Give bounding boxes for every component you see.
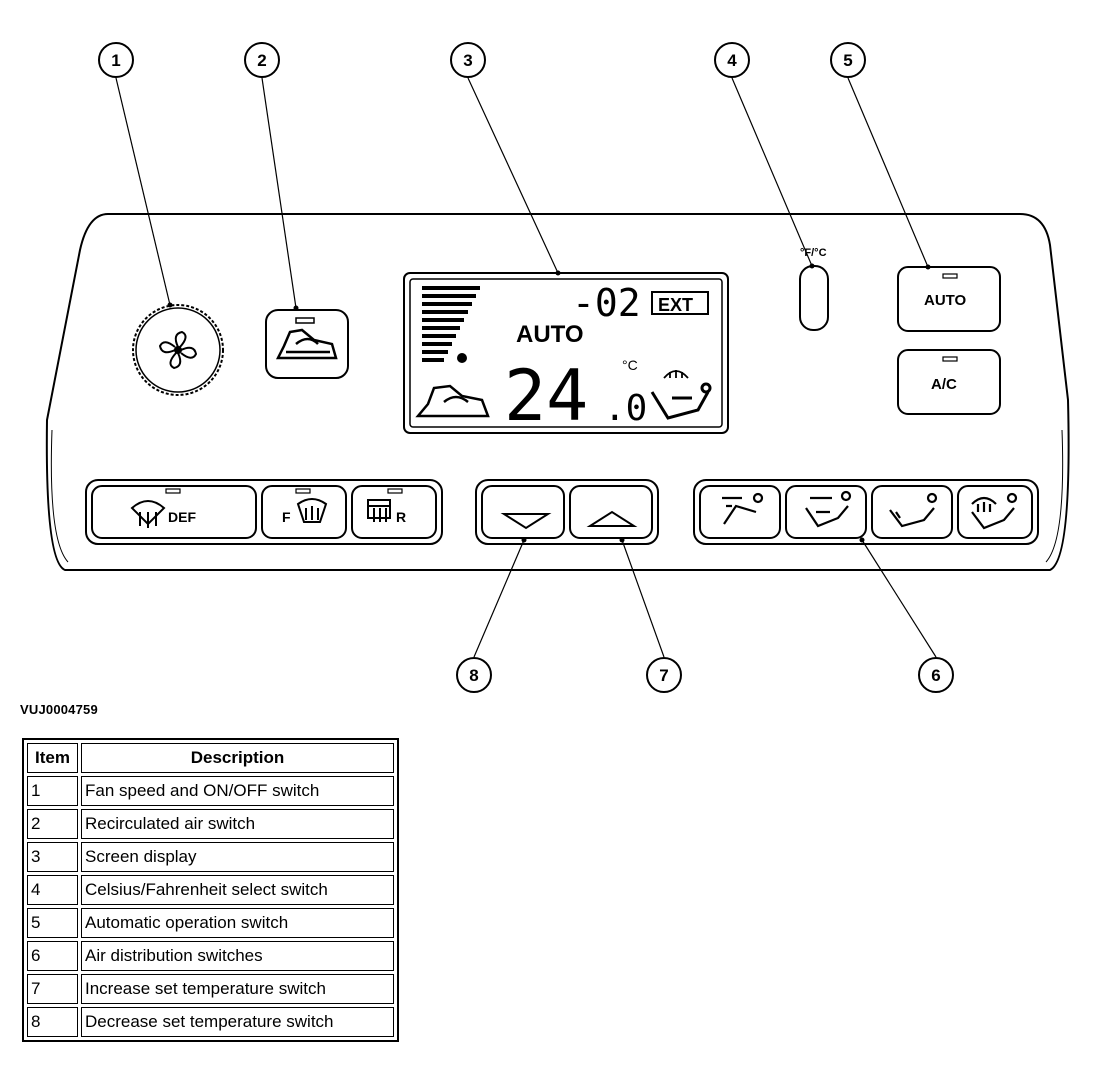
callout-1-number: 1 xyxy=(111,51,120,70)
legend-item-description: Screen display xyxy=(81,842,394,872)
legend-item-description: Decrease set temperature switch xyxy=(81,1007,394,1037)
legend-item-number: 8 xyxy=(27,1007,78,1037)
table-row: 5 Automatic operation switch xyxy=(27,908,394,938)
front-screen-heater-icon xyxy=(296,498,328,523)
callout-1: 1 xyxy=(98,42,134,78)
legend-item-number: 6 xyxy=(27,941,78,971)
recirculated-air-switch[interactable] xyxy=(265,309,349,379)
auto-button[interactable]: AUTO xyxy=(897,266,1001,332)
face-vent-icon xyxy=(722,492,764,525)
auto-button-label: AUTO xyxy=(924,292,967,309)
fan-speed-knob[interactable] xyxy=(132,304,224,396)
table-row: 3 Screen display xyxy=(27,842,394,872)
outside-temp-readout: -02 xyxy=(572,281,641,325)
ac-button[interactable]: A/C xyxy=(897,349,1001,415)
air-distribution-defrost-feet-button[interactable] xyxy=(957,485,1033,539)
ext-label: EXT xyxy=(658,295,693,315)
callout-leader-lines xyxy=(115,77,937,658)
legend-item-number: 3 xyxy=(27,842,78,872)
up-triangle-icon xyxy=(586,510,638,527)
table-row: 7 Increase set temperature switch xyxy=(27,974,394,1004)
air-distribution-feet-button[interactable] xyxy=(871,485,953,539)
defrost-and-feet-vent-icon xyxy=(971,492,1018,530)
fan-icon xyxy=(158,330,198,370)
table-row: 1 Fan speed and ON/OFF switch xyxy=(27,776,394,806)
callout-7: 7 xyxy=(646,657,682,693)
face-and-feet-vent-icon xyxy=(805,490,852,528)
display-car-icon xyxy=(415,384,490,418)
table-row: 6 Air distribution switches xyxy=(27,941,394,971)
callout-3-number: 3 xyxy=(463,51,472,70)
def-button[interactable]: DEF xyxy=(91,485,257,539)
callout-2: 2 xyxy=(244,42,280,78)
feet-vent-icon xyxy=(889,492,938,528)
legend-header-description: Description xyxy=(81,743,394,773)
rear-screen-heater-button[interactable]: R xyxy=(351,485,437,539)
recirculation-car-icon xyxy=(275,328,338,360)
celsius-fahrenheit-switch[interactable]: °F/°C xyxy=(799,247,829,331)
legend-item-description: Increase set temperature switch xyxy=(81,974,394,1004)
legend-item-description: Air distribution switches xyxy=(81,941,394,971)
table-row: 2 Recirculated air switch xyxy=(27,809,394,839)
legend-item-number: 4 xyxy=(27,875,78,905)
temperature-button-group xyxy=(475,479,659,545)
figure-id: VUJ0004759 xyxy=(20,702,98,717)
legend-item-number: 7 xyxy=(27,974,78,1004)
callout-2-number: 2 xyxy=(257,51,266,70)
down-triangle-icon xyxy=(500,513,552,530)
legend-header-row: Item Description xyxy=(27,743,394,773)
callout-8: 8 xyxy=(456,657,492,693)
ac-button-label: A/C xyxy=(931,376,957,393)
legend-item-description: Fan speed and ON/OFF switch xyxy=(81,776,394,806)
table-row: 8 Decrease set temperature switch xyxy=(27,1007,394,1037)
screen-display: -02 EXT AUTO 24 .0 °C xyxy=(403,272,729,437)
air-distribution-button-group xyxy=(693,479,1039,545)
def-button-label: DEF xyxy=(168,509,196,525)
left-button-group xyxy=(85,479,443,545)
rear-screen-heater-icon xyxy=(367,499,391,522)
callout-6-number: 6 xyxy=(931,666,940,685)
display-airflow-seat-icon xyxy=(650,382,712,420)
climate-control-diagram: -02 EXT AUTO 24 .0 °C °F/°C AUTO A/C xyxy=(45,42,1070,693)
callout-7-number: 7 xyxy=(659,666,668,685)
legend-item-number: 2 xyxy=(27,809,78,839)
increase-temperature-button[interactable] xyxy=(569,485,653,539)
small-fan-icon xyxy=(457,353,467,363)
mode-label: AUTO xyxy=(516,321,584,348)
legend-item-description: Celsius/Fahrenheit select switch xyxy=(81,875,394,905)
set-temp-readout: 24 xyxy=(504,355,588,437)
legend-table: Item Description 1 Fan speed and ON/OFF … xyxy=(22,738,399,1042)
callout-8-number: 8 xyxy=(469,666,478,685)
legend-item-number: 1 xyxy=(27,776,78,806)
air-distribution-face-button[interactable] xyxy=(699,485,781,539)
set-temp-decimal: .0 xyxy=(604,388,647,429)
legend-item-description: Recirculated air switch xyxy=(81,809,394,839)
table-row: 4 Celsius/Fahrenheit select switch xyxy=(27,875,394,905)
legend-header-item: Item xyxy=(27,743,78,773)
callout-6: 6 xyxy=(918,657,954,693)
callout-3: 3 xyxy=(450,42,486,78)
control-panel-outline xyxy=(45,213,1070,571)
windscreen-defrost-icon xyxy=(130,500,166,528)
ext-label-box: EXT xyxy=(651,291,709,315)
display-defrost-icon xyxy=(663,370,689,379)
front-screen-label: F xyxy=(282,509,291,525)
rear-screen-label: R xyxy=(396,509,406,525)
decrease-temperature-button[interactable] xyxy=(481,485,565,539)
callout-4-number: 4 xyxy=(727,51,737,70)
callout-5-number: 5 xyxy=(843,51,852,70)
air-distribution-face-feet-button[interactable] xyxy=(785,485,867,539)
temp-unit: °C xyxy=(622,357,638,373)
legend-item-description: Automatic operation switch xyxy=(81,908,394,938)
unit-switch-label: °F/°C xyxy=(800,247,827,259)
legend-item-number: 5 xyxy=(27,908,78,938)
callout-anchor-dots xyxy=(167,263,931,543)
fan-speed-bars xyxy=(422,286,480,362)
front-screen-heater-button[interactable]: F xyxy=(261,485,347,539)
callout-4: 4 xyxy=(714,42,750,78)
callout-5: 5 xyxy=(830,42,866,78)
